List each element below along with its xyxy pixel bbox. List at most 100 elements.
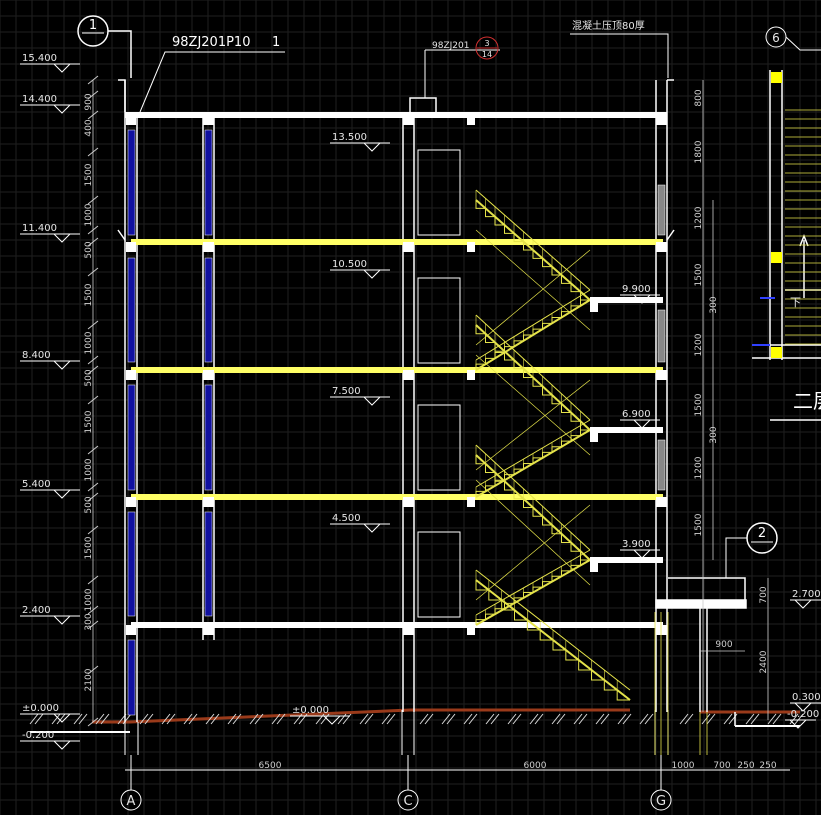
beam <box>126 115 136 125</box>
window-mid <box>204 129 213 236</box>
dim-bottom-1: 6500 <box>259 761 282 771</box>
hatch-mark <box>794 713 804 725</box>
dim-tick <box>87 365 99 375</box>
elevation-right-label: 0.300 <box>792 692 821 703</box>
hatch-mark <box>419 713 429 725</box>
dim-tick <box>87 492 99 502</box>
detail-marker-2[interactable]: 2 <box>725 522 778 578</box>
elevation-inner-label: 4.500 <box>332 513 361 524</box>
detail-marker-1[interactable]: 1 98ZJ201P10 1 <box>77 15 285 113</box>
dim-tick <box>87 482 99 492</box>
dimension-lines <box>87 75 769 727</box>
dim-small-900: 900 <box>715 640 732 650</box>
floor-slabs <box>125 112 667 635</box>
hatch-mark <box>166 713 176 725</box>
window-right <box>657 439 666 491</box>
stair-step <box>551 395 562 405</box>
elevation-left-triangle <box>53 233 71 243</box>
dim-left-value: 1000 <box>84 203 94 226</box>
dim-tick <box>87 267 99 277</box>
hatch-mark <box>622 713 632 725</box>
elevation-left-label: -0.200 <box>22 730 54 741</box>
beam <box>126 370 136 380</box>
dim-right-value: 300 <box>709 296 719 313</box>
detail-marker-6[interactable]: 6 <box>765 26 821 51</box>
detail-2-number: 2 <box>758 526 766 541</box>
dim-tick <box>87 575 99 585</box>
hatch-mark <box>254 713 264 725</box>
stair-ref-marker[interactable]: 98ZJ201 3 14 <box>424 36 500 98</box>
stair-step <box>532 250 543 259</box>
window-mid <box>204 257 213 363</box>
elevation-left-triangle <box>53 740 71 750</box>
beam <box>656 497 667 507</box>
hatch-mark <box>706 713 716 725</box>
elevation-inner-triangle <box>363 269 381 279</box>
beam <box>656 115 667 125</box>
hatch-mark <box>386 713 396 725</box>
hatch-mark <box>551 713 561 725</box>
dim-tick <box>87 75 99 85</box>
elevation-inner-label: ±0.000 <box>292 705 329 716</box>
dim-bottom-3: 1000 <box>672 761 695 771</box>
hatch-mark <box>441 713 451 725</box>
hatch-mark <box>789 713 799 725</box>
elevation-right-label: 2.700 <box>792 589 821 600</box>
stair-step <box>561 403 571 413</box>
window-left <box>127 639 136 716</box>
beam <box>403 497 414 507</box>
ref-main-number: 1 <box>272 35 280 50</box>
detail-6-number: 6 <box>772 31 780 45</box>
elevation-markers: 15.40014.40011.4008.4005.4002.400±0.000-… <box>20 53 821 750</box>
side-strip-details <box>752 72 821 358</box>
hatch-mark <box>188 713 198 725</box>
elevation-inner-triangle <box>363 523 381 533</box>
annex <box>655 577 747 726</box>
section-label-small: 下 <box>790 296 801 309</box>
landing-slab <box>590 557 663 563</box>
dim-bottom-5: 250 <box>737 761 754 771</box>
window-left <box>127 257 136 363</box>
beam <box>403 370 414 380</box>
stair-step <box>551 525 562 535</box>
hatch-mark <box>29 713 39 725</box>
strip-column <box>771 347 782 358</box>
beam <box>467 115 475 125</box>
dim-left-value: 900 <box>84 93 94 110</box>
elevation-landing-triangle <box>633 549 651 559</box>
hatch-mark <box>78 713 88 725</box>
beam <box>656 242 667 252</box>
stair-step <box>570 542 581 552</box>
elevation-right-triangle <box>794 702 812 712</box>
axis-g-circle <box>650 789 672 811</box>
axis-markers: A C G <box>120 755 672 811</box>
axis-a-label: A <box>127 794 136 809</box>
floor-slab <box>131 239 663 245</box>
slab-stair-edge <box>414 239 474 245</box>
hatch-mark <box>772 713 782 725</box>
axis-c-label: C <box>403 794 412 809</box>
stair-diag <box>475 354 591 456</box>
beam <box>467 242 475 252</box>
elevation-left-label: 5.400 <box>22 479 51 490</box>
dim-left-value: 1500 <box>84 536 94 559</box>
window-mid <box>204 384 213 491</box>
landing-beam <box>590 300 598 312</box>
elevation-inner-label: 13.500 <box>332 132 367 143</box>
stair-step <box>523 368 533 378</box>
stair-step <box>591 670 605 681</box>
elevation-inner-triangle <box>363 142 381 152</box>
hatch-mark <box>463 713 473 725</box>
dim-right-value: 1500 <box>694 263 704 286</box>
dim-left-value: 400 <box>84 119 94 136</box>
ground-line <box>30 708 800 733</box>
hatch-mark <box>529 713 539 725</box>
dim-bottom-4: 700 <box>713 761 730 771</box>
beam <box>126 242 136 252</box>
dim-left-value: 500 <box>84 496 94 513</box>
hatch-mark <box>745 713 755 725</box>
elevation-landing-triangle <box>633 294 651 304</box>
hatch-mark <box>556 713 566 725</box>
stair-step <box>565 650 579 661</box>
